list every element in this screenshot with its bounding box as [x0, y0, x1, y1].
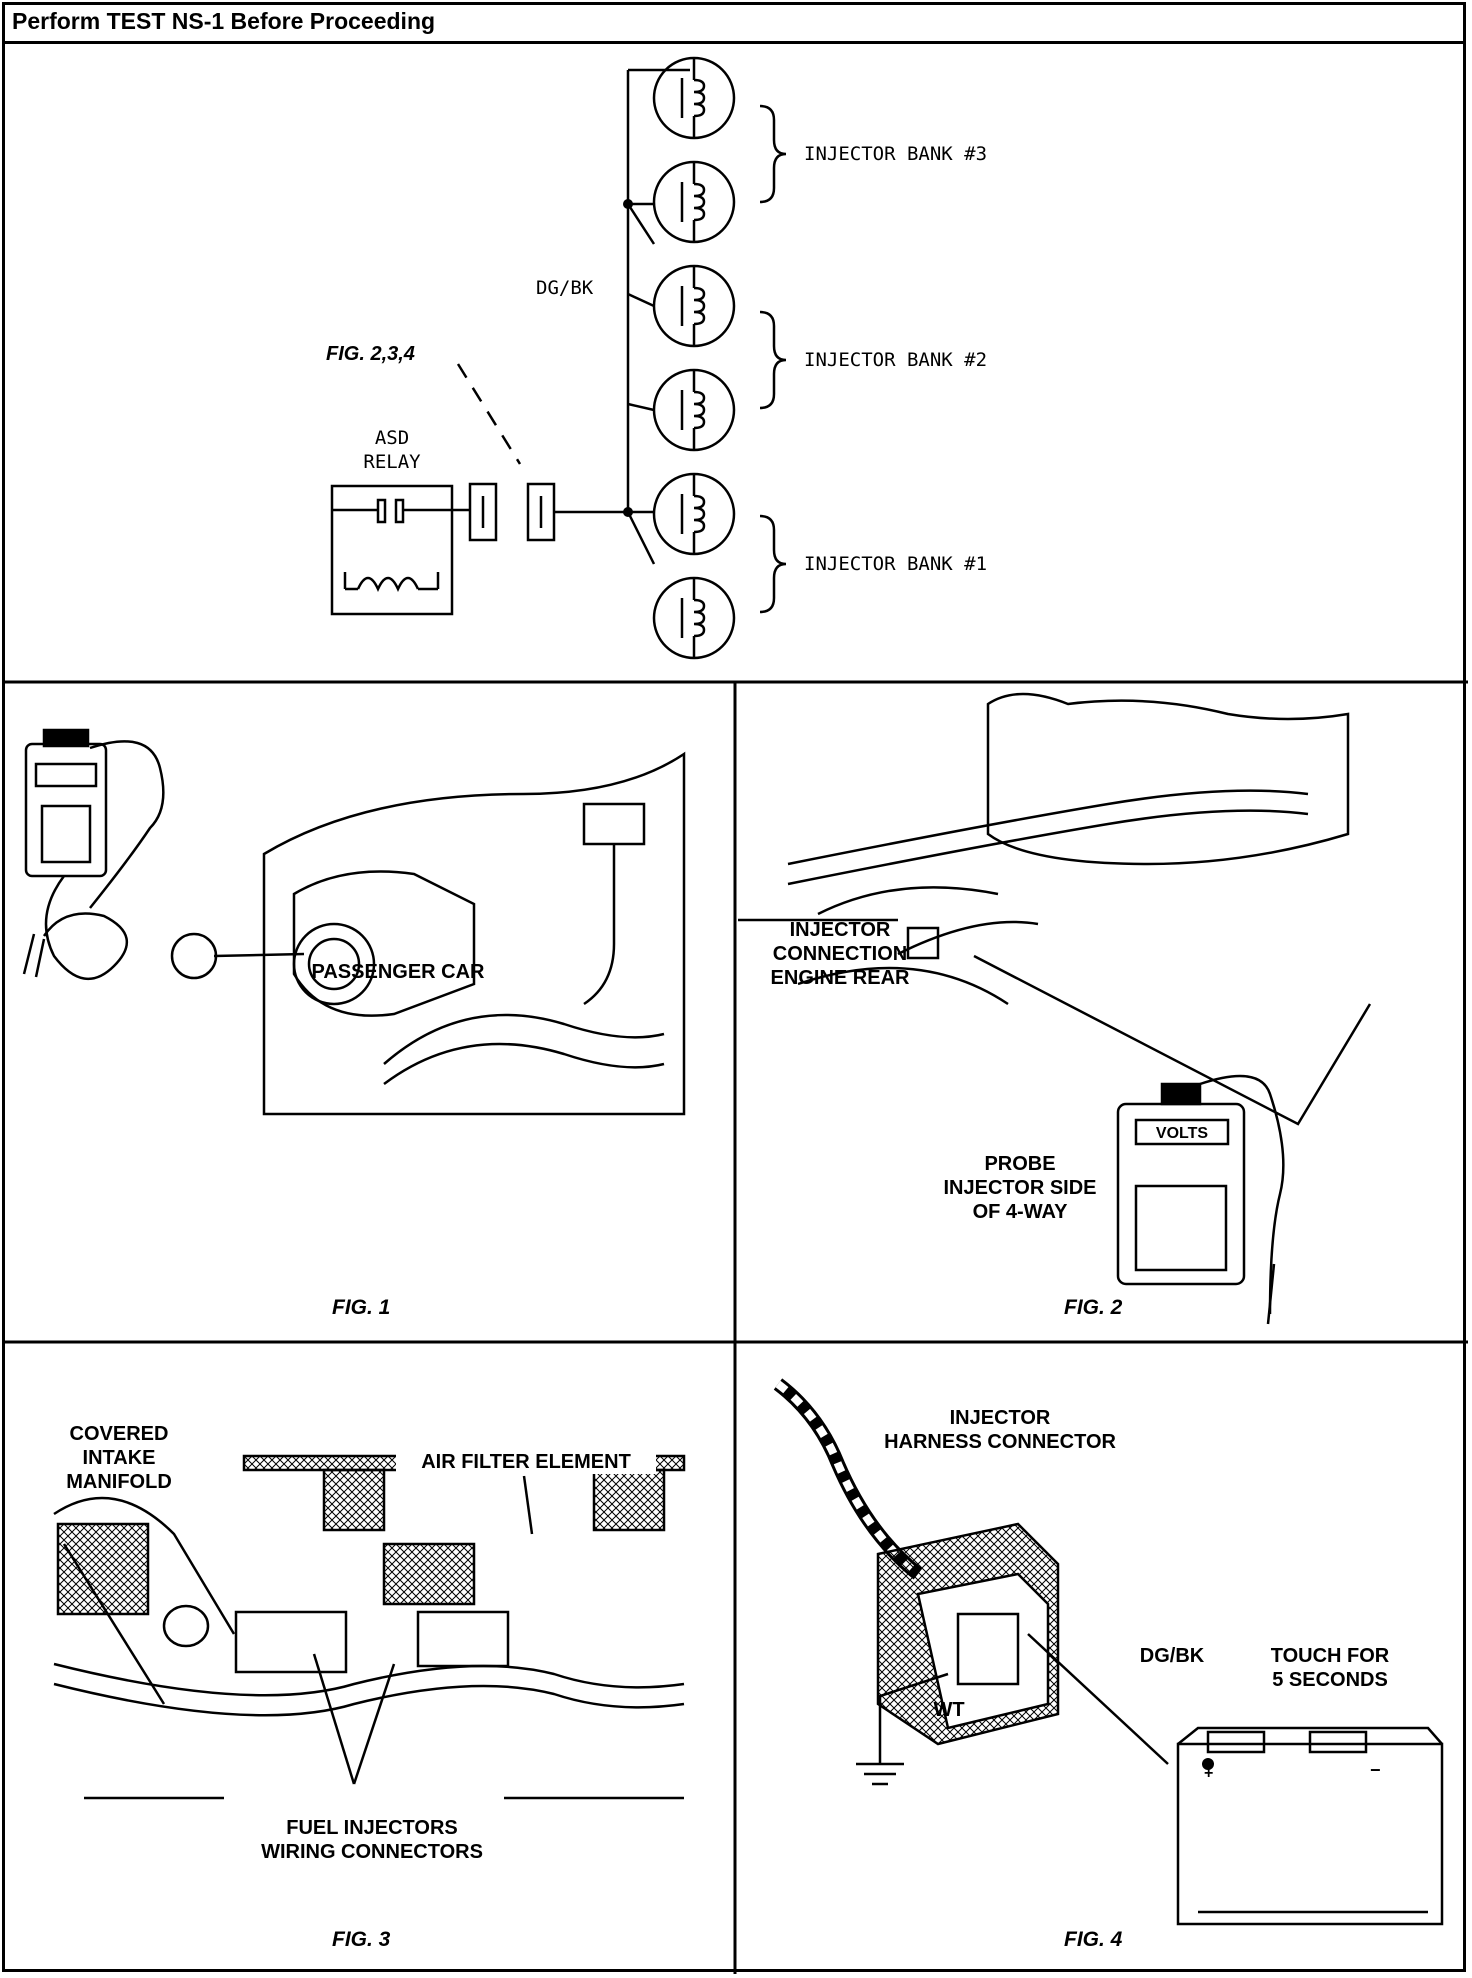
fig3-manifold-label: COVERED INTAKE MANIFOLD [64, 1422, 174, 1494]
fig3-connectors-line1: FUEL INJECTORS [286, 1817, 458, 1839]
fig4-touch-line2: 5 SECONDS [1272, 1669, 1388, 1691]
fig3-manifold-line2: INTAKE [82, 1447, 156, 1469]
bank-2-label: INJECTOR BANK #2 [804, 349, 987, 371]
fig4-label: FIG. 4 [1064, 1928, 1123, 1951]
fig4-dgbk-label: DG/BK [1139, 1645, 1205, 1667]
fig-ref-label: FIG. 2,3,4 [326, 343, 415, 365]
fig2-callout-line2: CONNECTION [772, 943, 908, 965]
fig3-label: FIG. 3 [332, 1928, 391, 1951]
fig2-label: FIG. 2 [1064, 1296, 1123, 1319]
battery-negative-icon: − [1370, 1760, 1381, 1780]
battery-positive-icon: + [1204, 1765, 1213, 1782]
wire-label-dgbk: DG/BK [536, 277, 594, 299]
fig3-filter-label: AIR FILTER ELEMENT [396, 1450, 656, 1474]
fig3-connectors-label: FUEL INJECTORS WIRING CONNECTORS [232, 1816, 512, 1864]
fig1-illustration: PASSENGER CAR [22, 728, 686, 1116]
fig2-callout: INJECTOR CONNECTION ENGINE REAR [760, 918, 920, 990]
relay-label-line1: ASD [375, 427, 409, 449]
page-header: Perform TEST NS-1 Before Proceeding [2, 2, 1466, 44]
bank-3-label: INJECTOR BANK #3 [804, 143, 987, 165]
injector-schematic: FIG. 2,3,4 DG/BK ASD RELAY INJECTOR BANK… [326, 56, 987, 660]
injector-symbols [626, 56, 787, 660]
fig2-probe-label: PROBE INJECTOR SIDE OF 4-WAY [920, 1152, 1120, 1224]
fig2-callout-line3: ENGINE REAR [770, 967, 910, 989]
fig2-probe-line2: INJECTOR SIDE [943, 1177, 1097, 1199]
asd-relay-box [330, 484, 454, 616]
fig4-wt-label: WT [933, 1699, 965, 1721]
fig4-touch-label: TOUCH FOR 5 SECONDS [1250, 1644, 1410, 1692]
fig4-connector-label: INJECTOR HARNESS CONNECTOR [880, 1406, 1120, 1454]
relay-label-line2: RELAY [363, 451, 421, 473]
battery [1176, 1742, 1444, 1926]
fig2-probe-line3: OF 4-WAY [972, 1201, 1068, 1223]
fig2-illustration: VOLTS [738, 692, 1372, 1325]
fig4-connector-line1: INJECTOR [949, 1407, 1051, 1429]
tester-screen-text: VOLTS [1156, 1125, 1208, 1142]
fig4-illustration: + − [773, 1378, 1444, 1926]
fig3-manifold-line1: COVERED [69, 1423, 169, 1445]
page-title: Perform TEST NS-1 Before Proceeding [12, 8, 436, 34]
fig3-connectors-line2: WIRING CONNECTORS [261, 1841, 483, 1863]
fig4-connector-line2: HARNESS CONNECTOR [884, 1431, 1116, 1453]
fig2-probe-line1: PROBE [984, 1153, 1056, 1175]
fig3-manifold-line3: MANIFOLD [66, 1471, 172, 1493]
fig4-touch-line1: TOUCH FOR [1270, 1645, 1390, 1667]
fig1-caption: PASSENGER CAR [312, 961, 486, 983]
fig1-label: FIG. 1 [332, 1296, 391, 1319]
bank-1-label: INJECTOR BANK #1 [804, 553, 987, 575]
fig2-callout-line1: INJECTOR [789, 919, 891, 941]
